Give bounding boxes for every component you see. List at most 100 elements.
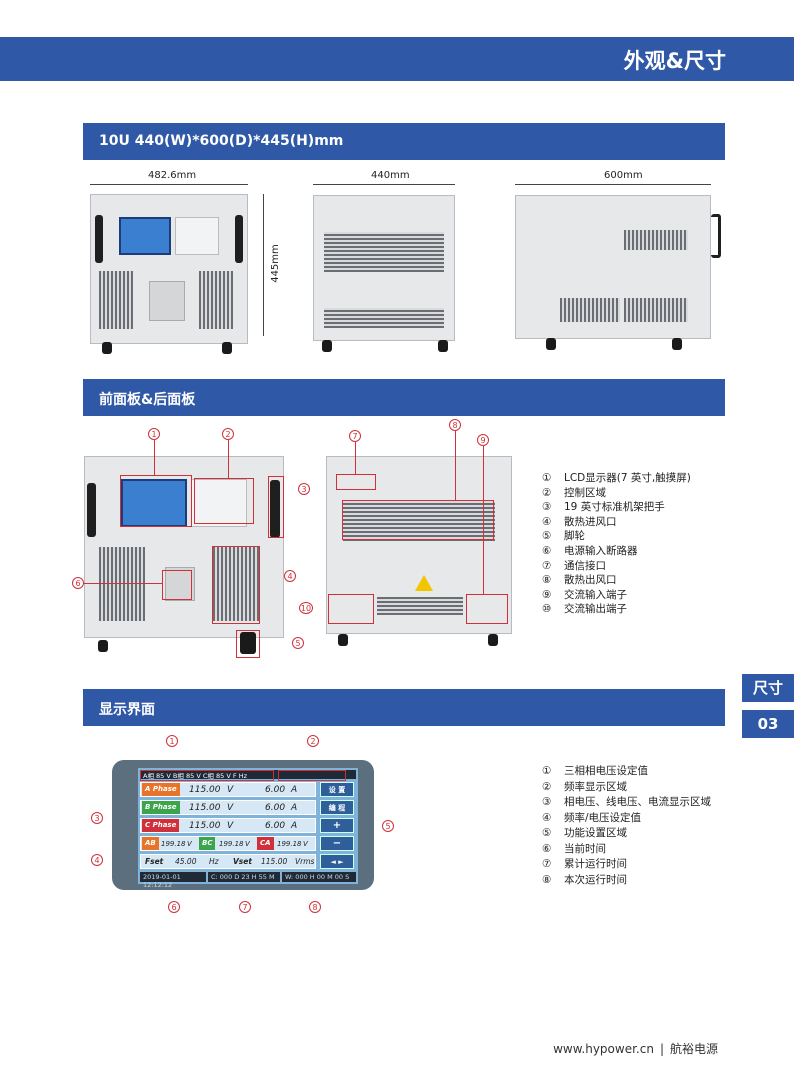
screen-callout-7: 7 — [239, 901, 251, 913]
callout-7: 7 — [349, 430, 361, 442]
side-vent-bottom-right — [624, 298, 688, 322]
cumulative-time: C: 000 D 23 H 55 M — [208, 872, 280, 882]
side-handle — [711, 214, 721, 258]
callout-box-4 — [212, 546, 260, 624]
callout-9: 9 — [477, 434, 489, 446]
callout-line-7 — [355, 442, 356, 474]
back-exhaust-grille — [343, 501, 495, 541]
front-intake-right — [213, 547, 259, 621]
depth-label: 600mm — [604, 170, 643, 181]
front-wheel-left — [102, 342, 112, 354]
program-button[interactable]: 编 程 — [320, 800, 354, 815]
settings-button[interactable]: 设 置 — [320, 782, 354, 797]
side-vent-top — [624, 230, 688, 250]
back-panel-image — [326, 456, 512, 634]
screen-top-bar: A相 85 V B相 85 V C相 85 V F Hz — [140, 770, 356, 780]
callout-box-5 — [236, 630, 260, 658]
page-title: 外观&尺寸 — [623, 49, 726, 73]
callout-line-8 — [455, 431, 456, 500]
section-display-bar: 显示界面 — [83, 689, 725, 726]
warning-icon — [415, 575, 433, 591]
display-screen: A相 85 V B相 85 V C相 85 V F Hz A Phase 115… — [112, 760, 374, 890]
side-width-label: 440mm — [371, 170, 410, 181]
back-wheel-right — [488, 634, 498, 646]
callout-4: 4 — [284, 570, 296, 582]
screen-box-2 — [278, 770, 346, 781]
rear-wheel-right — [438, 340, 448, 352]
section-panels-bar: 前面板&后面板 — [83, 379, 725, 416]
callout-8: 8 — [449, 419, 461, 431]
depth-line — [515, 184, 711, 185]
side-tab-label: 尺寸 — [742, 674, 794, 702]
phase-row-c: C Phase 115.00 V 6.00 A — [140, 818, 316, 833]
callout-3: 3 — [298, 483, 310, 495]
callout-box-6 — [162, 570, 192, 600]
callout-line-9 — [483, 446, 484, 594]
rear-view-image — [313, 195, 455, 341]
top-banner: 外观&尺寸 — [0, 37, 794, 81]
rear-lower-grille — [324, 308, 444, 328]
panel-wheel-left — [98, 640, 108, 652]
side-vent-bottom-left — [560, 298, 620, 322]
height-line — [263, 194, 264, 336]
callout-line-6 — [84, 583, 162, 584]
breaker-panel — [149, 281, 185, 321]
plus-button[interactable]: + — [320, 818, 354, 833]
phase-row-a: A Phase 115.00 V 6.00 A — [140, 782, 316, 797]
set-row: Fset 45.00 Hz Vset 115.00 Vrms — [140, 854, 316, 869]
rack-handle — [270, 480, 280, 538]
front-wheel-right — [222, 342, 232, 354]
handle-right — [235, 215, 243, 263]
current-time: 2019-01-01 12:12:12 — [140, 872, 206, 889]
side-wheel-left — [546, 338, 556, 350]
screen-callout-6: 6 — [168, 901, 180, 913]
front-width-line — [90, 184, 248, 185]
callout-box-1 — [120, 475, 192, 527]
rear-exhaust-grille — [324, 232, 444, 272]
section-display-title: 显示界面 — [99, 702, 155, 718]
minus-button[interactable]: − — [320, 836, 354, 851]
front-handle-left — [87, 483, 96, 537]
front-breaker — [165, 567, 195, 601]
footer-separator: | — [659, 1042, 664, 1056]
side-width-line — [313, 184, 455, 185]
display-inner: A相 85 V B相 85 V C相 85 V F Hz A Phase 115… — [138, 768, 358, 889]
front-control-area — [191, 479, 247, 527]
front-view-image — [90, 194, 248, 344]
callout-6: 6 — [72, 577, 84, 589]
callout-10: 10 — [299, 602, 313, 614]
footer-brand: 航裕电源 — [669, 1042, 718, 1056]
arrow-buttons[interactable]: ◄ ► — [320, 854, 354, 869]
screen-box-1 — [140, 770, 274, 781]
footer: www.hypower.cn | 航裕电源 — [553, 1040, 718, 1057]
screen-callout-5: 5 — [382, 820, 394, 832]
side-tab-page: 03 — [742, 710, 794, 738]
session-time: W: 000 H 00 M 00 S — [282, 872, 356, 882]
callout-box-7 — [336, 474, 376, 490]
footer-url[interactable]: www.hypower.cn — [553, 1042, 654, 1056]
section-dimensions-title: 10U 440(W)*600(D)*445(H)mm — [99, 133, 344, 149]
height-label: 445mm — [269, 244, 281, 283]
front-panel-image — [84, 456, 284, 638]
back-wheel-left — [338, 634, 348, 646]
callout-box-3 — [268, 476, 284, 538]
callout-line-2 — [228, 440, 229, 478]
lcd-display — [119, 217, 171, 255]
